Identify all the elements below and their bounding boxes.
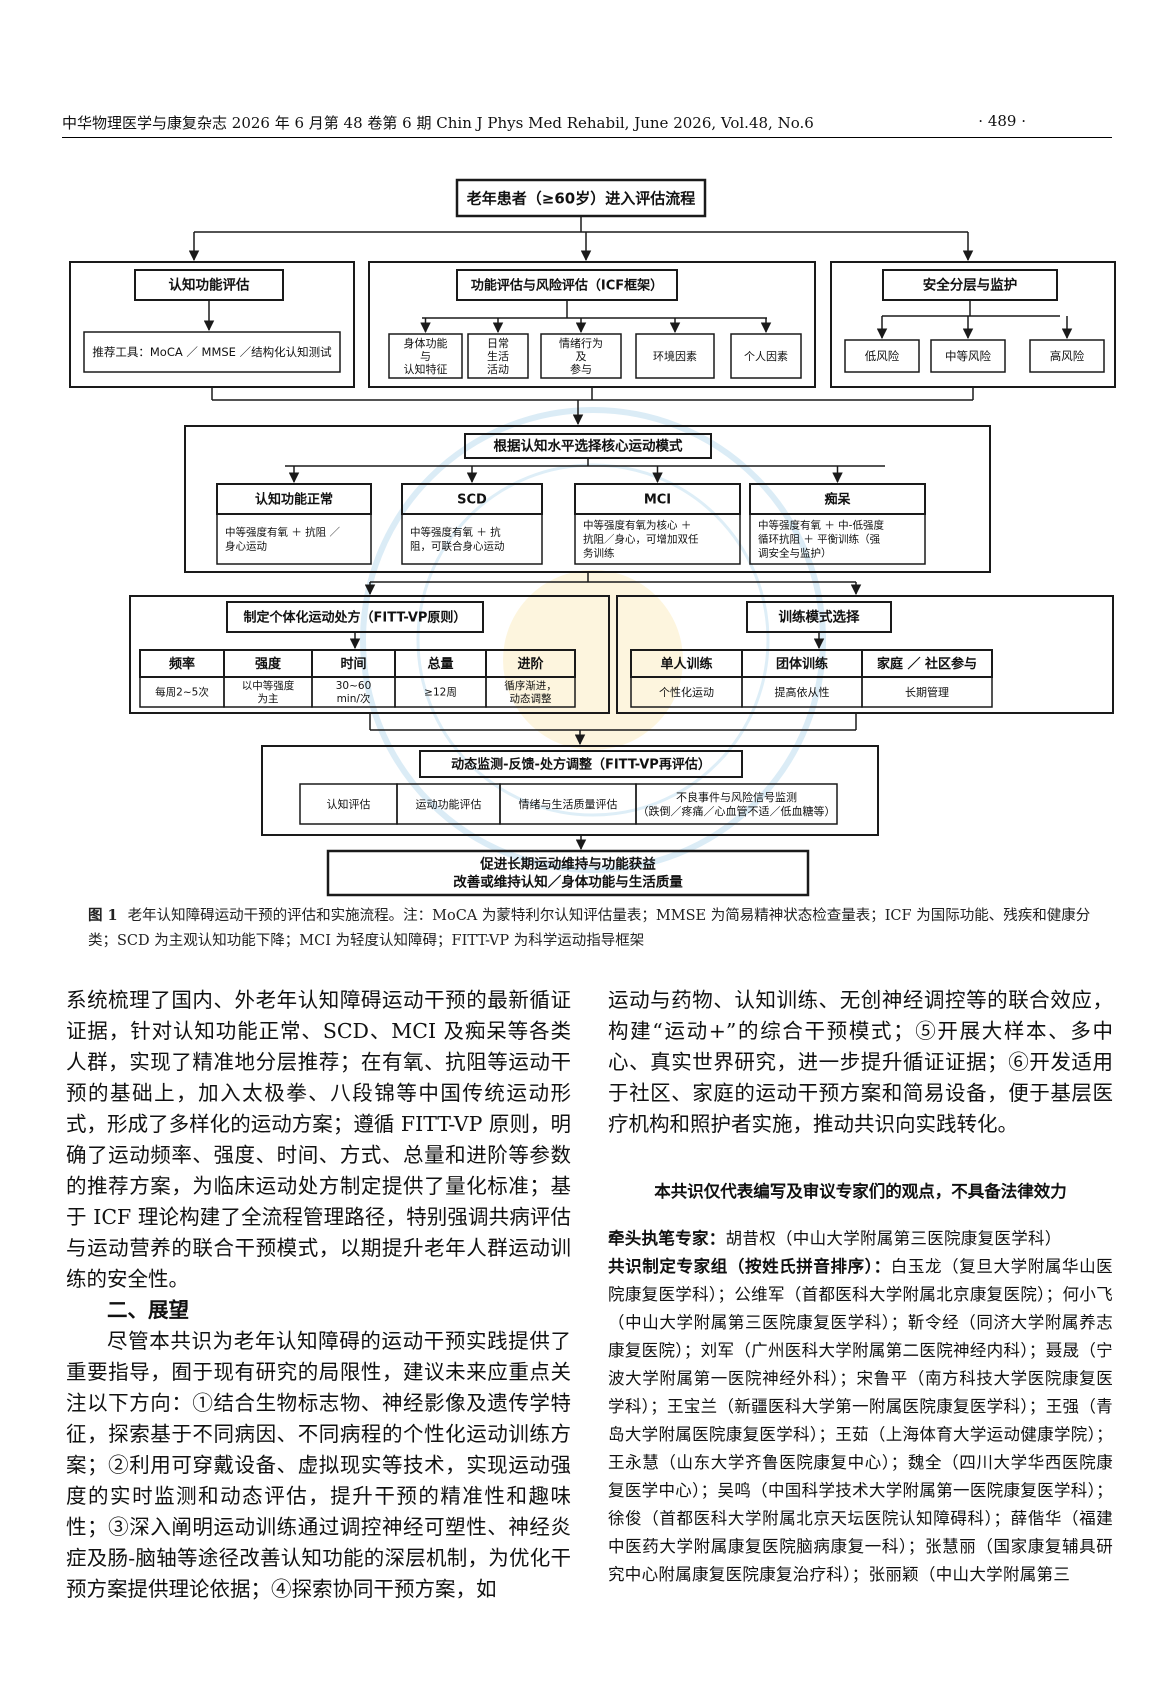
- functional-item-1: 日常生活活动: [487, 337, 509, 376]
- prescription-cell-4: 循序渐进，动态调整: [504, 679, 557, 705]
- prescription-cell-1: 以中等强度为主: [242, 679, 295, 705]
- functional-item-0: 身体功能与认知特征: [404, 336, 448, 376]
- functional-item-box: [730, 333, 802, 379]
- mode-cell-2: 长期管理: [905, 685, 949, 699]
- page-number: · 489 ·: [978, 112, 1026, 130]
- core-group-desc-1: 中等强度有氧 ＋ 抗阻，可联合身心运动: [410, 526, 505, 553]
- mode-header-1: 团体训练: [776, 656, 828, 672]
- core-group-desc-2: 中等强度有氧为核心 ＋抗阻／身心，可增加双任务训练: [583, 519, 699, 560]
- safety-title: 安全分层与监护: [923, 277, 1018, 294]
- top-entry-label: 老年患者（≥60岁）进入评估流程: [466, 189, 695, 207]
- header-rule: [62, 137, 1112, 138]
- paragraph-outlook: 尽管本共识为老年认知障碍的运动干预实践提供了重要指导，囿于现有研究的局限性，建议…: [66, 1329, 571, 1601]
- core-group-name-0: 认知功能正常: [255, 492, 333, 508]
- prescription-header-4: 进阶: [517, 656, 544, 672]
- functional-title: 功能评估与风险评估（ICF框架）: [471, 278, 663, 294]
- safety-level-2: 高风险: [1050, 349, 1085, 363]
- monitor-item-2: 情绪与生活质量评估: [519, 797, 618, 811]
- functional-item-box: [467, 333, 529, 379]
- functional-item-box: [540, 333, 622, 379]
- prescription-header-0: 频率: [169, 656, 195, 672]
- core-group-desc-3: 中等强度有氧 ＋ 中-低强度循环抗阻 ＋ 平衡训练（强调安全与监护）: [758, 519, 884, 560]
- lead-expert-text: 胡昔权（中山大学附属第三医院康复医学科）: [725, 1229, 1062, 1248]
- safety-level-box: [844, 339, 920, 373]
- core-group-desc-box: [216, 513, 372, 565]
- functional-item-3: 环境因素: [653, 349, 697, 363]
- prescription-header-1: 强度: [255, 656, 282, 672]
- core-group-desc-box: [401, 513, 543, 565]
- mode-header-0: 单人训练: [660, 656, 712, 672]
- prescription-cell-3: ≥12周: [424, 687, 457, 699]
- expert-list: 牵头执笔专家：胡昔权（中山大学附属第三医院康复医学科） 共识制定专家组（按姓氏拼…: [608, 1225, 1113, 1589]
- core-title: 根据认知水平选择核心运动模式: [494, 438, 683, 455]
- monitor-item-box: [635, 783, 838, 825]
- paragraph-outlook-cont: 运动与药物、认知训练、无创神经调控等的联合效应，构建“运动+”的综合干预模式；⑤…: [608, 988, 1113, 1136]
- mode-title: 训练模式选择: [779, 609, 860, 626]
- functional-item-2: 情绪行为及参与: [559, 336, 603, 376]
- mode-cell-1: 提高依从性: [775, 685, 830, 699]
- monitor-item-3: 不良事件与风险信号监测（跌倒／疼痛／心血管不适／低血糖等）: [638, 790, 836, 818]
- core-group-name-3: 痴呆: [824, 492, 851, 508]
- core-group-desc-box: [574, 513, 741, 565]
- mode-cell-0: 个性化运动: [659, 685, 714, 699]
- functional-item-box: [388, 333, 463, 379]
- outcome-label: 促进长期运动维持与功能获益改善或维持认知／身体功能与生活质量: [453, 856, 683, 891]
- safety-level-0: 低风险: [865, 349, 900, 363]
- watermark-seal-inner: [416, 463, 770, 817]
- mode-header-2: 家庭 ／ 社区参与: [877, 656, 977, 672]
- prescription-title: 制定个体化运动处方（FITT-VP原则）: [244, 610, 467, 626]
- journal-header: 中华物理医学与康复杂志 2026 年 6 月第 48 卷第 6 期 Chin J…: [62, 114, 814, 132]
- core-group-desc-0: 中等强度有氧 ＋ 抗阻 ／身心运动: [225, 526, 341, 553]
- prescription-header-2: 时间: [340, 656, 366, 672]
- monitor-item-0: 认知评估: [327, 797, 371, 811]
- safety-level-1: 中等风险: [945, 349, 991, 363]
- functional-item-box: [635, 333, 715, 379]
- lead-expert-label: 牵头执笔专家：: [608, 1229, 726, 1248]
- cognitive-tools-box: [83, 331, 341, 373]
- cognitive-tools: 推荐工具：MoCA ／ MMSE ／结构化认知测试: [92, 345, 332, 359]
- monitor-panel: [261, 745, 879, 836]
- left-column: 系统梳理了国内、外老年认知障碍运动干预的最新循证证据，针对认知功能正常、SCD、…: [66, 985, 571, 1605]
- safety-level-box: [1029, 339, 1105, 373]
- figure-caption-text: 老年认知障碍运动干预的评估和实施流程。注：MoCA 为蒙特利尔认知评估量表；MM…: [88, 908, 1091, 949]
- prescription-cell-0: 每周2~5次: [155, 686, 209, 699]
- core-group-name-2: MCI: [644, 493, 671, 508]
- prescription-header-3: 总量: [427, 656, 453, 672]
- right-column: 运动与药物、认知训练、无创神经调控等的联合效应，构建“运动+”的综合干预模式；⑤…: [608, 985, 1113, 1589]
- functional-item-4: 个人因素: [744, 350, 788, 363]
- safety-level-box: [930, 339, 1006, 373]
- disclaimer: 本共识仅代表编写及审议专家们的观点，不具备法律效力: [654, 1182, 1067, 1201]
- monitor-title: 动态监测-反馈-处方调整（FITT-VP再评估）: [451, 757, 711, 773]
- monitor-item-1: 运动功能评估: [416, 797, 482, 811]
- watermark-seal-center: [503, 570, 683, 750]
- core-group-name-1: SCD: [457, 493, 487, 508]
- figure-label: 图 1: [88, 907, 118, 924]
- mode-panel: [616, 595, 1114, 714]
- core-group-desc-box: [749, 513, 926, 565]
- monitor-title-box: [419, 750, 743, 778]
- outcome-box: [326, 849, 810, 897]
- paragraph-summary: 系统梳理了国内、外老年认知障碍运动干预的最新循证证据，针对认知功能正常、SCD、…: [66, 988, 571, 1291]
- expert-group-text: 白玉龙（复旦大学附属华山医院康复医学科）；公维军（首都医科大学附属北京康复医院）…: [608, 1257, 1113, 1584]
- prescription-cell-box: [485, 676, 576, 708]
- mode-cell-box: [861, 676, 993, 708]
- section-heading-outlook: 二、展望: [107, 1298, 189, 1322]
- expert-group-label: 共识制定专家组（按姓氏拼音排序）：: [608, 1257, 891, 1276]
- cognitive-title: 认知功能评估: [169, 277, 250, 294]
